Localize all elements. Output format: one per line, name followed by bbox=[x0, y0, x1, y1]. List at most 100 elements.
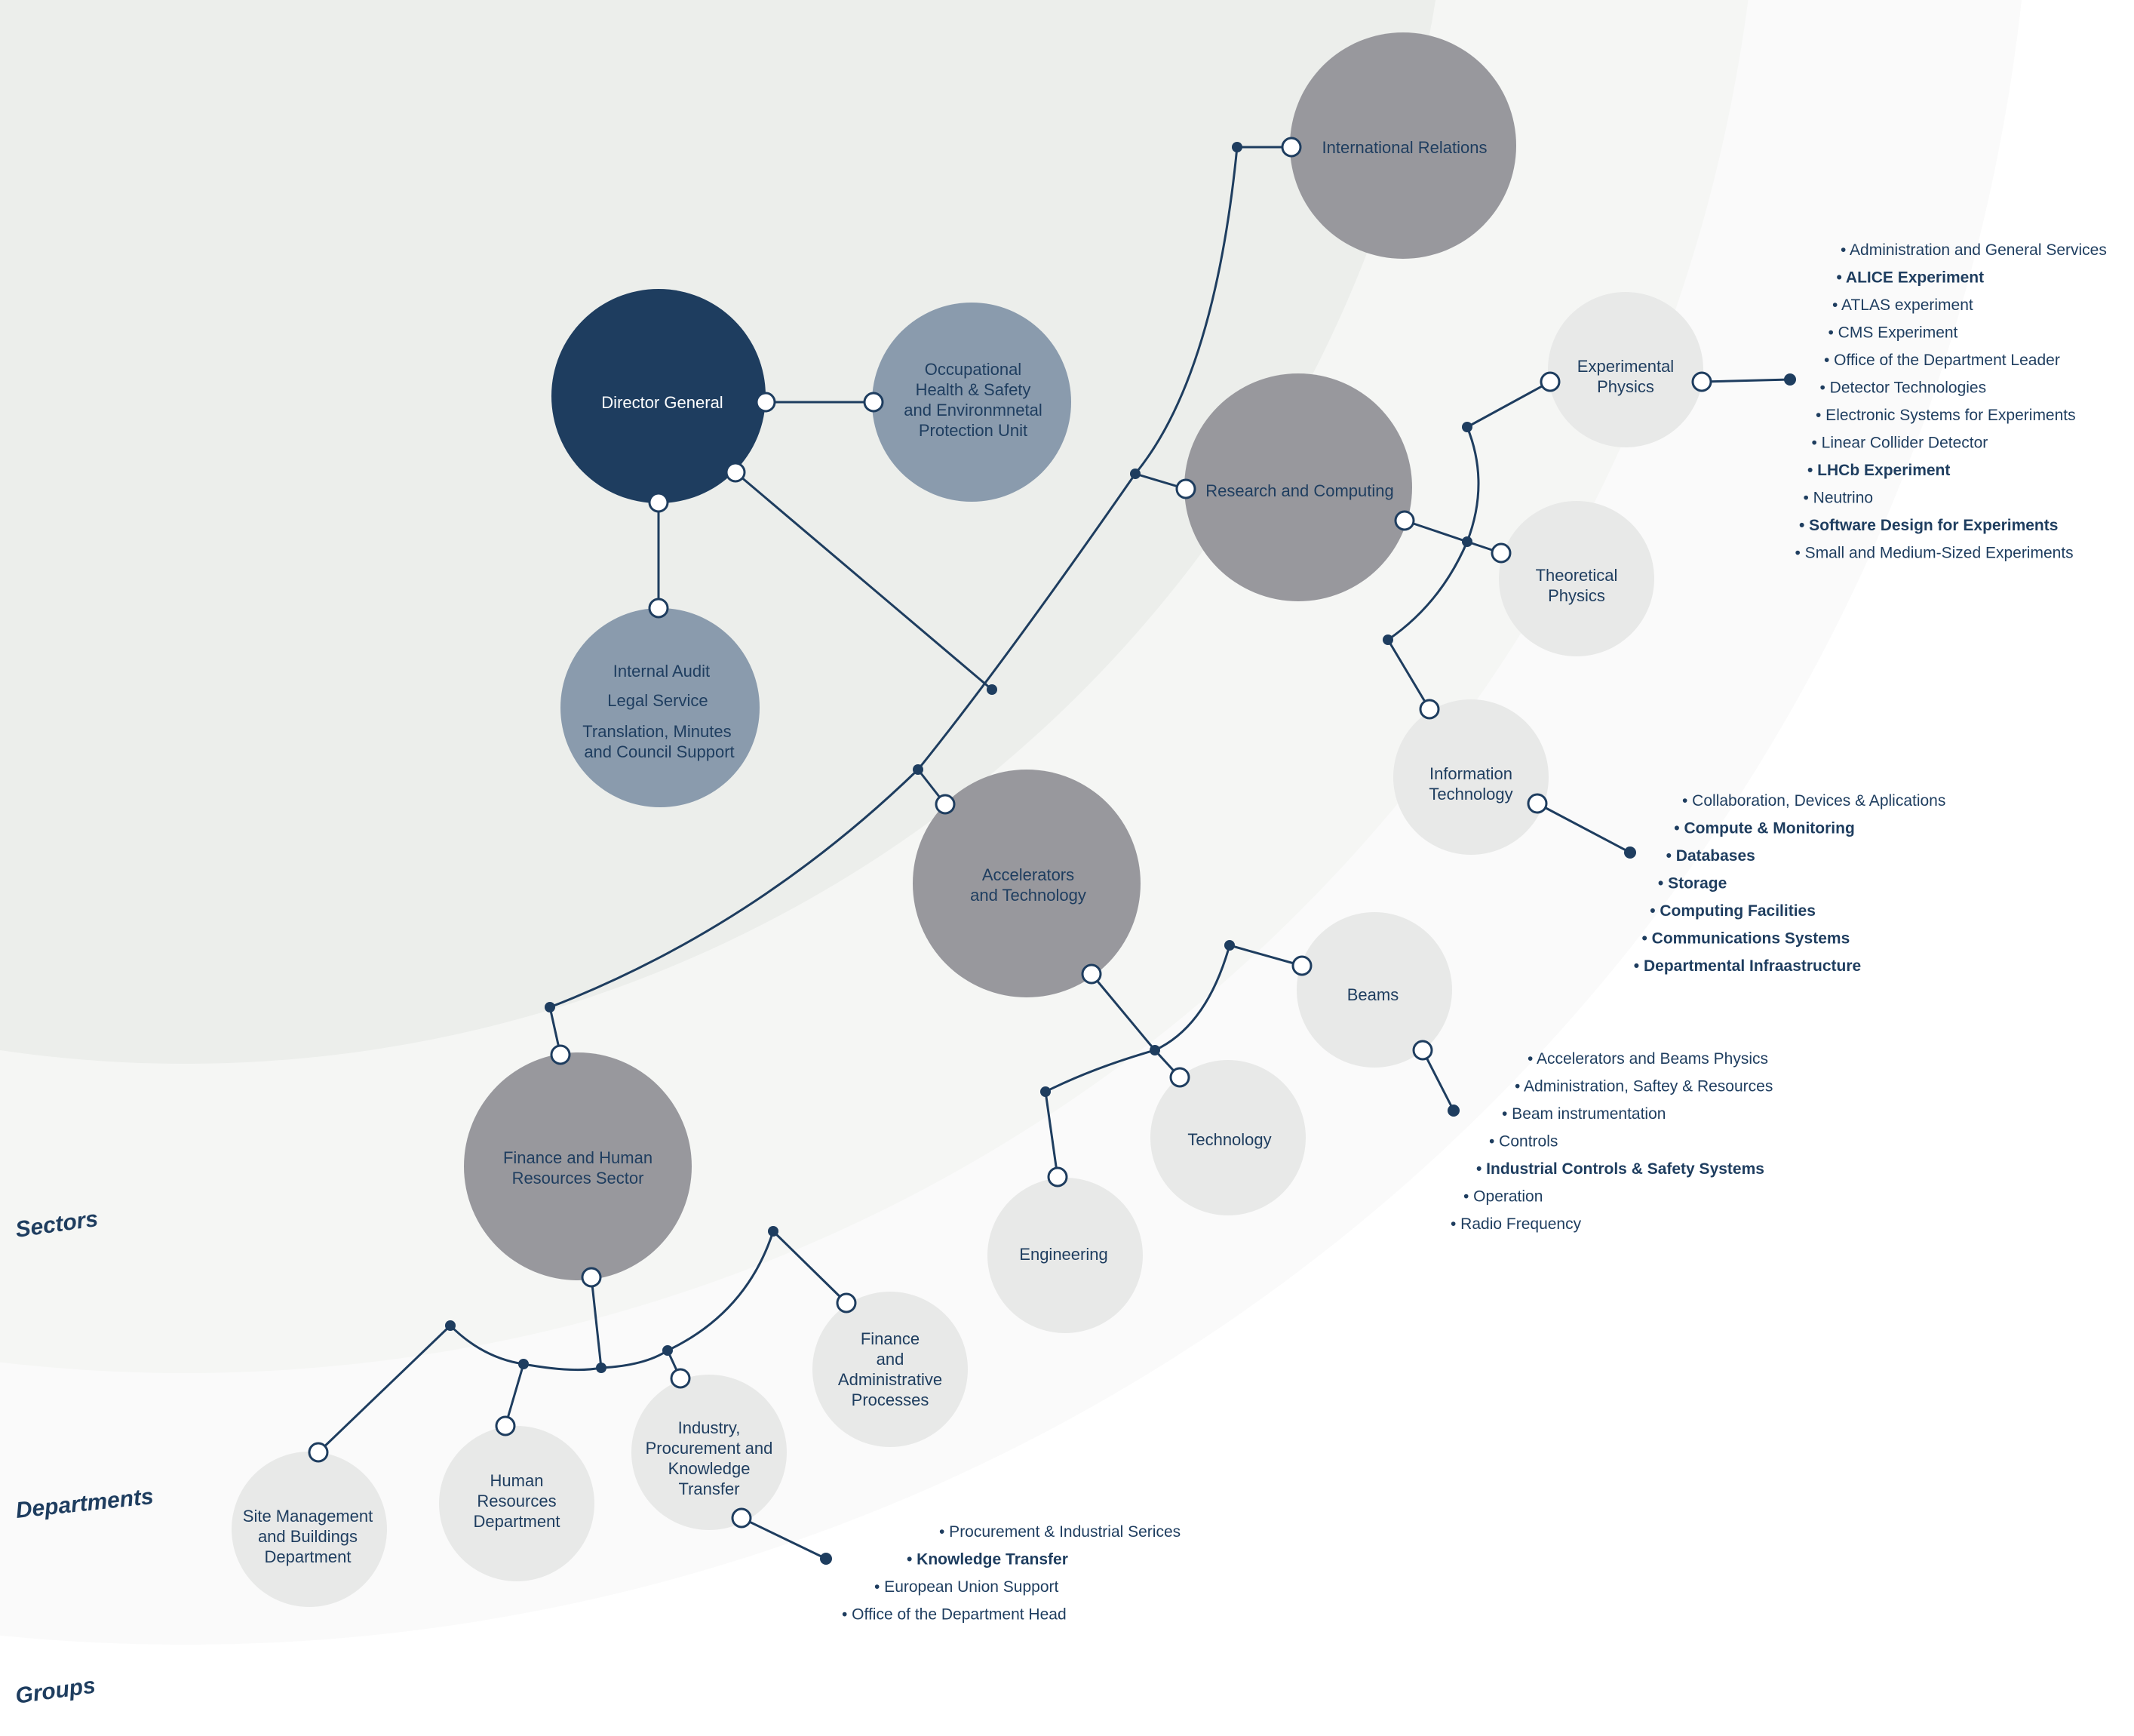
label-industry-procurement-kt-line-1: Industry, bbox=[678, 1418, 741, 1437]
dot bbox=[1224, 940, 1235, 951]
label-accelerators-technology-line-2: and Technology bbox=[970, 886, 1086, 905]
ring bbox=[863, 392, 884, 413]
node-finance-hr-sector[interactable] bbox=[464, 1052, 692, 1280]
nodes bbox=[232, 32, 1703, 1607]
groups-beams-item: • Radio Frequency bbox=[1451, 1215, 1582, 1233]
node-technology[interactable] bbox=[1150, 1060, 1306, 1215]
node-theoretical-physics[interactable] bbox=[1499, 501, 1654, 656]
groups-information-technology: • Collaboration, Devices & Aplications • … bbox=[1634, 792, 1946, 975]
label-engineering: Engineering bbox=[1019, 1245, 1107, 1264]
ring bbox=[1412, 1040, 1433, 1061]
groups-information-technology-item: • Computing Facilities bbox=[1650, 902, 1816, 920]
node-director-general[interactable] bbox=[551, 289, 766, 503]
audit-line-2: Legal Service bbox=[607, 691, 708, 710]
connector-ep bbox=[1466, 380, 1551, 429]
label-finance-hr-sector-line-1: Finance and Human bbox=[503, 1148, 652, 1167]
ring bbox=[1527, 793, 1548, 814]
dot bbox=[662, 1345, 673, 1356]
groups-industry-procurement-kt-item: • Knowledge Transfer bbox=[907, 1551, 1068, 1569]
label-accelerators-technology-line-1: Accelerators bbox=[982, 865, 1074, 884]
node-information-technology[interactable] bbox=[1393, 699, 1549, 855]
label-experimental-physics-line-1: Experimental bbox=[1577, 357, 1674, 376]
label-beams-line-1: Beams bbox=[1347, 985, 1399, 1004]
connector-ep-groups bbox=[1701, 378, 1791, 383]
ring bbox=[1291, 955, 1313, 976]
groups-experimental-physics-item: • CMS Experiment bbox=[1828, 324, 1958, 342]
label-industry-procurement-kt-line-4: Transfer bbox=[678, 1479, 739, 1498]
groups-experimental-physics-item: • Software Design for Experiments bbox=[1799, 517, 2058, 534]
label-experimental-physics-line-2: Physics bbox=[1597, 377, 1654, 396]
node-accelerators-technology[interactable] bbox=[913, 770, 1141, 997]
dot bbox=[1130, 469, 1141, 479]
dot bbox=[1150, 1045, 1160, 1055]
groups-beams-item: • Beam instrumentation bbox=[1502, 1105, 1666, 1123]
node-research-computing[interactable] bbox=[1184, 373, 1412, 601]
node-human-resources[interactable] bbox=[439, 1426, 594, 1581]
dot bbox=[445, 1320, 456, 1331]
groups-information-technology-item: • Storage bbox=[1658, 875, 1727, 893]
label-industry-procurement-kt-line-3: Knowledge bbox=[668, 1459, 751, 1478]
groups-experimental-physics-item: • Administration and General Services bbox=[1841, 241, 2107, 259]
node-industry-procurement-kt[interactable] bbox=[631, 1375, 787, 1530]
label-information-technology-line-2: Technology bbox=[1429, 785, 1512, 803]
groups-experimental-physics-item: • Detector Technologies bbox=[1820, 379, 1987, 397]
label-site-management-line-1: Site Management bbox=[243, 1507, 373, 1526]
ring bbox=[1081, 963, 1102, 985]
ring bbox=[731, 1507, 752, 1529]
ring bbox=[1281, 137, 1302, 158]
ring bbox=[1169, 1067, 1190, 1088]
node-international-relations[interactable] bbox=[1290, 32, 1516, 259]
node-engineering[interactable] bbox=[987, 1178, 1143, 1333]
label-ohs-line-3: and Environmnetal bbox=[904, 401, 1042, 419]
groups-experimental-physics-item: • Linear Collider Detector bbox=[1812, 435, 1988, 452]
audit-line-3: Translation, Minutes bbox=[582, 722, 731, 741]
label-finance-admin-processes-line-1: Finance bbox=[861, 1329, 920, 1348]
node-finance-admin-processes[interactable] bbox=[812, 1292, 968, 1447]
groups-information-technology-item: • Collaboration, Devices & Aplications bbox=[1682, 792, 1945, 810]
node-beams[interactable] bbox=[1297, 912, 1452, 1068]
groups-experimental-physics-item: • Small and Medium-Sized Experiments bbox=[1795, 545, 2074, 562]
label-international-relations: International Relations bbox=[1322, 138, 1488, 157]
label-ohs-line-4: Protection Unit bbox=[919, 421, 1027, 440]
ring bbox=[648, 492, 669, 513]
connector-dg-backbone bbox=[735, 471, 993, 691]
connector-beams bbox=[1229, 944, 1303, 967]
groups-information-technology-item: • Databases bbox=[1666, 847, 1755, 865]
connector-hr bbox=[504, 1363, 525, 1427]
zone-label-groups: Groups bbox=[14, 1673, 97, 1709]
label-finance-hr-sector-line-2: Resources Sector bbox=[512, 1169, 644, 1188]
groups-experimental-physics-item: • Neutrino bbox=[1804, 490, 1874, 507]
dot bbox=[1462, 422, 1472, 432]
label-site-management-line-2: and Buildings bbox=[258, 1527, 358, 1546]
node-audit[interactable] bbox=[560, 608, 760, 807]
dot bbox=[913, 764, 923, 775]
ring bbox=[1394, 510, 1415, 531]
label-technology: Technology bbox=[1187, 1130, 1271, 1149]
groups-experimental-physics: • Administration and General Services• A… bbox=[1795, 241, 2107, 562]
connector-smb bbox=[317, 1324, 452, 1454]
ring bbox=[1491, 542, 1512, 564]
label-human-resources-line-2: Resources bbox=[477, 1492, 556, 1510]
label-audit: Internal Audit Legal Service Translation… bbox=[582, 662, 735, 761]
connector-rings bbox=[308, 137, 1712, 1529]
label-technology-line-1: Technology bbox=[1187, 1130, 1271, 1149]
node-experimental-physics[interactable] bbox=[1548, 292, 1703, 447]
dot bbox=[1040, 1086, 1051, 1097]
connector-beams-groups bbox=[1421, 1049, 1455, 1111]
node-ohs[interactable] bbox=[872, 303, 1071, 502]
connector-fap bbox=[772, 1230, 848, 1304]
label-beams: Beams bbox=[1347, 985, 1399, 1004]
ring bbox=[725, 462, 746, 483]
groups-experimental-physics-item: • Office of the Department Leader bbox=[1824, 352, 2060, 369]
node-site-management[interactable] bbox=[232, 1452, 387, 1607]
connector-it bbox=[1386, 639, 1431, 710]
